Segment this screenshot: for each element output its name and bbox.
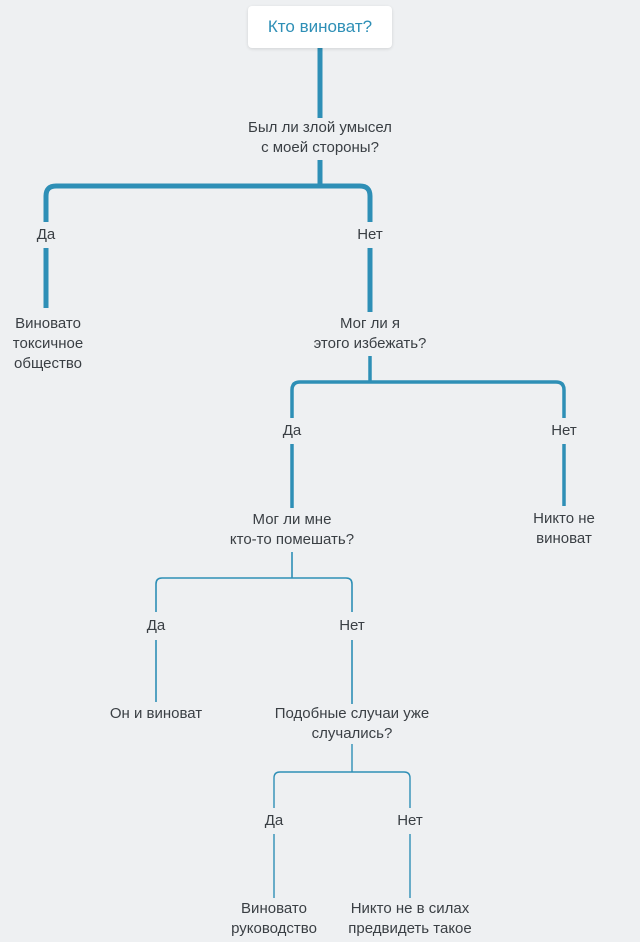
question-avoidable: Мог ли я этого избежать? (310, 314, 430, 354)
q4-yes-label: Да (261, 811, 287, 831)
q1-no-label: Нет (354, 225, 386, 245)
q3-yes-label: Да (143, 616, 169, 636)
answer-nobody-guilty: Никто не виноват (526, 509, 602, 549)
connector-q2-split (290, 356, 566, 418)
answer-he-is-guilty: Он и виноват (106, 704, 206, 724)
answer-toxic-society: Виновато токсичное общество (9, 314, 87, 374)
answer-unforeseeable: Никто не в силах предвидеть такое (345, 899, 475, 939)
root-question-box: Кто виноват? (248, 6, 392, 48)
root-question-text: Кто виноват? (267, 17, 373, 36)
answer-management-guilty: Виновато руководство (228, 899, 320, 939)
connector-q1-split (43, 160, 373, 222)
q3-no-label: Нет (336, 616, 368, 636)
q4-no-label: Нет (394, 811, 426, 831)
q2-no-label: Нет (548, 421, 580, 441)
question-malice: Был ли злой умысел с моей стороны? (245, 118, 395, 158)
connector-q3-split (155, 552, 353, 612)
q2-yes-label: Да (279, 421, 305, 441)
connector-q4-split (273, 744, 411, 808)
q1-yes-label: Да (33, 225, 59, 245)
question-someone-interfered: Мог ли мне кто-то помешать? (226, 510, 358, 550)
question-happened-before: Подобные случаи уже случались? (271, 704, 433, 744)
